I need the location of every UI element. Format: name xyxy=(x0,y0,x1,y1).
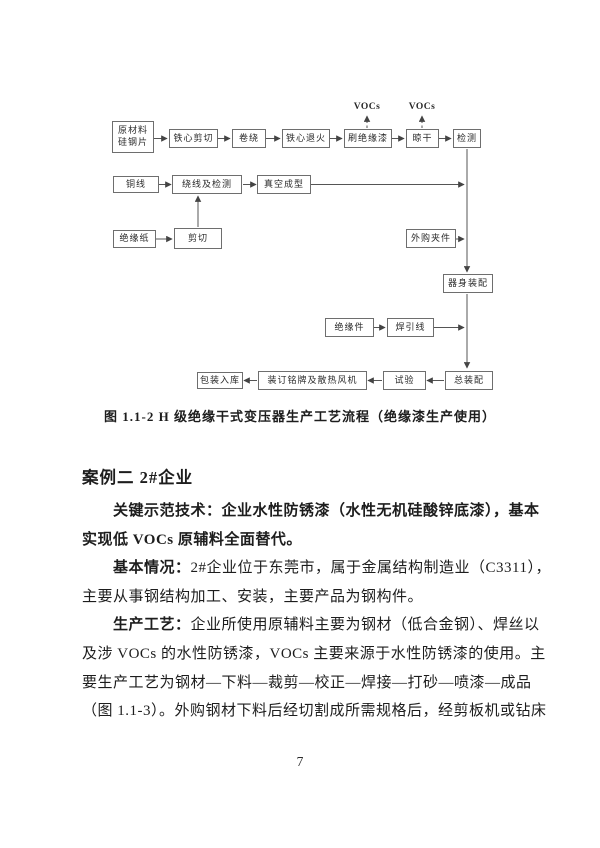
flow-node-insulation-parts: 绝缘件 xyxy=(325,318,374,337)
figure-caption: 图 1.1-2 H 级绝缘干式变压器生产工艺流程（绝缘漆生产使用） xyxy=(104,409,496,424)
flow-node-testing: 试验 xyxy=(383,371,426,390)
line-lead: 关键示范技术： xyxy=(113,503,222,519)
line-lead: 基本情况： xyxy=(113,560,191,577)
flow-node-wire-winding-inspection: 绕线及检测 xyxy=(172,175,242,194)
flow-node-copper-wire: 铜线 xyxy=(113,176,159,193)
line-text: 实现低 VOCs 原辅料全面替代。 xyxy=(82,531,302,548)
flow-node-shearing: 剪切 xyxy=(174,228,222,249)
flow-node-core-cutting: 铁心剪切 xyxy=(169,129,218,148)
paragraph-line: 及涉 VOCs 的水性防锈漆，VOCs 主要来源于水性防锈漆的使用。主 xyxy=(82,640,545,669)
flowchart-connectors xyxy=(154,115,471,384)
paragraph-line: 主要从事钢结构加工、安装，主要产品为钢构件。 xyxy=(82,583,520,612)
paragraph-line: （图 1.1-3）。外购钢材下料后经切割成所需规格后，经剪板机或钻床 xyxy=(82,697,546,726)
flow-node-purchased-clamps: 外购夹件 xyxy=(406,229,456,248)
line-text: （图 1.1-3）。外购钢材下料后经切割成所需规格后，经剪板机或钻床 xyxy=(82,703,547,720)
paragraph-line: 生产工艺：企业所使用原辅料主要为钢材（低合金钢）、焊丝以 xyxy=(82,611,539,640)
flow-node-nameplate-fan-install: 装订铭牌及散热风机 xyxy=(258,371,367,390)
flow-node-vacuum-forming: 真空成型 xyxy=(257,175,311,194)
paragraph-line: 要生产工艺为钢材—下料—裁剪—校正—焊接—打砂—喷漆—成品 xyxy=(82,669,531,698)
flow-node-body-assembly: 器身装配 xyxy=(443,274,493,293)
line-text: 企业水性防锈漆（水性无机硅酸锌底漆），基本 xyxy=(221,503,540,519)
flow-node-raw-material: 原材料 硅钢片 xyxy=(112,121,154,153)
flow-node-brush-insulating-paint: 刷绝缘漆 xyxy=(344,129,392,148)
section-heading: 案例二 2#企业 xyxy=(82,468,194,487)
flow-node-air-drying: 晾干 xyxy=(406,129,439,148)
flow-node-core-annealing: 铁心退火 xyxy=(282,129,330,148)
line-text: 主要从事钢结构加工、安装，主要产品为钢构件。 xyxy=(82,588,424,605)
process-flowchart: VOCs VOCs 原材料 硅钢片 铁心剪切 卷绕 铁心退火 刷绝缘漆 晾干 检… xyxy=(112,102,493,390)
paragraph-line: 基本情况：2#企业位于东莞市，属于金属结构制造业（C3311）， xyxy=(82,554,550,583)
body-text: 案例二 2#企业 关键示范技术：企业水性防锈漆（水性无机硅酸锌底漆），基本 实现… xyxy=(82,466,550,726)
line-text: 及涉 VOCs 的水性防锈漆，VOCs 主要来源于水性防锈漆的使用。主 xyxy=(82,645,546,662)
vocs-emission-label: VOCs xyxy=(353,102,381,112)
flow-node-inspection: 检测 xyxy=(453,129,481,148)
page-number: 7 xyxy=(296,754,304,769)
flow-node-packing-warehousing: 包装入库 xyxy=(197,372,243,389)
line-text: 2#企业位于东莞市，属于金属结构制造业（C3311）， xyxy=(190,560,551,577)
line-text: 企业所使用原辅料主要为钢材（低合金钢）、焊丝以 xyxy=(190,617,540,634)
paragraph-line: 实现低 VOCs 原辅料全面替代。 xyxy=(82,526,520,555)
line-lead: 生产工艺： xyxy=(113,617,191,634)
paragraph-line: 关键示范技术：企业水性防锈漆（水性无机硅酸锌底漆），基本 xyxy=(82,497,539,526)
flow-node-coil-winding: 卷绕 xyxy=(232,129,266,148)
vocs-emission-label: VOCs xyxy=(408,102,436,112)
flow-node-lead-welding: 焊引线 xyxy=(387,318,434,337)
flow-node-final-assembly: 总装配 xyxy=(445,371,493,390)
flow-node-insulating-paper: 绝缘纸 xyxy=(113,230,156,248)
line-text: 要生产工艺为钢材—下料—裁剪—校正—焊接—打砂—喷漆—成品 xyxy=(82,674,532,691)
